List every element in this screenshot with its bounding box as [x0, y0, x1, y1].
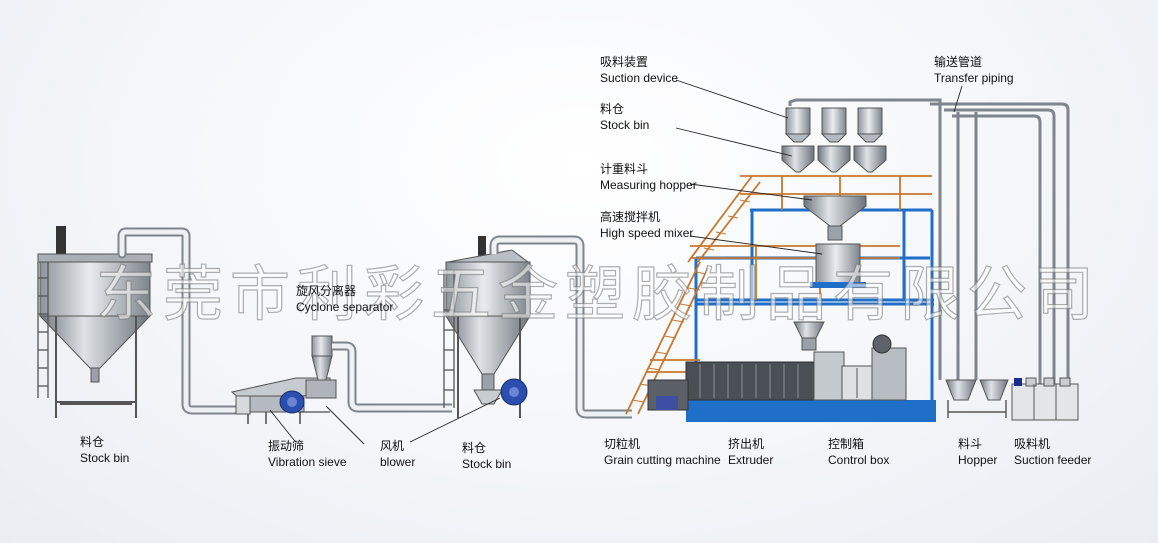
label-zh: 料斗 — [958, 437, 983, 451]
extruder-feed — [793, 321, 825, 351]
middle-stock-bin — [443, 236, 531, 418]
label-en: blower — [380, 455, 416, 469]
mixer-shape — [810, 243, 866, 288]
label-en: Transfer piping — [934, 71, 1014, 85]
suction-feeder-shapes — [1011, 377, 1079, 421]
label-grain-cutting: 切粒机 Grain cutting machine — [604, 436, 721, 468]
extruder-machine — [647, 334, 936, 422]
label-blower: 风机 blower — [380, 438, 415, 470]
label-zh: 料仓 — [600, 102, 625, 116]
label-extruder: 挤出机 Extruder — [728, 436, 773, 468]
label-zh: 料仓 — [462, 441, 487, 455]
stair-steps — [631, 199, 751, 403]
label-en: Hopper — [958, 453, 998, 467]
label-control-box: 控制箱 Control box — [828, 436, 889, 468]
label-stock-bin-left: 料仓 Stock bin — [80, 434, 129, 466]
label-zh: 旋风分离器 — [296, 284, 357, 298]
stairs — [625, 175, 932, 415]
label-measuring-hopper: 计重料斗 Measuring hopper — [600, 161, 697, 193]
top-suction-bins — [781, 98, 942, 173]
label-zh: 料仓 — [80, 435, 105, 449]
transfer-pipes — [930, 102, 1070, 384]
label-en: Measuring hopper — [600, 178, 697, 192]
pipe-left — [117, 227, 245, 415]
label-en: Stock bin — [462, 457, 512, 471]
label-en: Suction device — [600, 71, 679, 85]
label-zh: 振动筛 — [268, 439, 305, 453]
label-zh: 输送管道 — [934, 55, 983, 69]
label-en: Suction feeder — [1014, 453, 1092, 467]
label-vibration-sieve: 振动筛 Vibration sieve — [268, 438, 347, 470]
label-en: Stock bin — [600, 118, 650, 132]
label-en: High speed mixer — [600, 226, 694, 240]
label-stock-bin-top: 料仓 Stock bin — [600, 101, 649, 133]
label-zh: 切粒机 — [604, 437, 641, 451]
hopper-shapes — [945, 379, 1009, 418]
leader-lines — [269, 79, 963, 445]
pipe-middle — [332, 341, 452, 413]
label-zh: 控制箱 — [828, 437, 865, 451]
label-stock-bin-mid: 料仓 Stock bin — [462, 440, 511, 472]
label-zh: 吸料装置 — [600, 55, 649, 69]
label-en: Stock bin — [80, 451, 130, 465]
label-en: Cyclone separator — [296, 300, 394, 314]
label-cyclone-separator: 旋风分离器 Cyclone separator — [296, 283, 393, 315]
cyclone-separator — [279, 335, 337, 414]
label-high-speed-mixer: 高速搅拌机 High speed mixer — [600, 209, 693, 241]
left-stock-bin — [37, 226, 153, 418]
label-zh: 吸料机 — [1014, 437, 1051, 451]
pipe-right — [489, 235, 632, 419]
label-en: Extruder — [728, 453, 774, 467]
label-zh: 挤出机 — [728, 437, 765, 451]
measuring-hopper-shape — [803, 195, 867, 241]
label-suction-feeder: 吸料机 Suction feeder — [1014, 436, 1091, 468]
label-zh: 计重料斗 — [600, 162, 649, 176]
label-en: Vibration sieve — [268, 455, 347, 469]
label-zh: 高速搅拌机 — [600, 210, 661, 224]
label-en: Grain cutting machine — [604, 453, 721, 467]
label-transfer-piping: 输送管道 Transfer piping — [934, 54, 1014, 86]
label-zh: 风机 — [380, 439, 405, 453]
label-hopper: 料斗 Hopper — [958, 436, 997, 468]
label-suction-device: 吸料装置 Suction device — [600, 54, 678, 86]
bin-vent — [56, 226, 66, 254]
label-en: Control box — [828, 453, 890, 467]
